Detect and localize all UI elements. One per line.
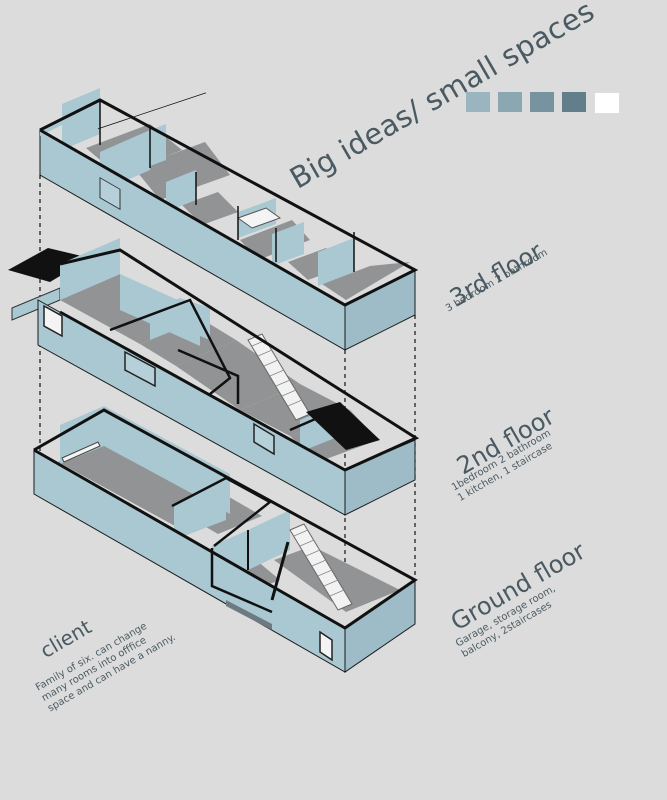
ground-floor-door	[319, 630, 333, 662]
third-floor-stair-opening	[236, 207, 282, 229]
ground-floor-inner-wall	[174, 478, 226, 540]
second-floor-window	[43, 304, 63, 338]
ground-floor-model	[33, 406, 418, 673]
palette-swatch	[594, 92, 620, 114]
second-floor-room-floor	[140, 318, 236, 366]
ground-floor-garage-opening	[226, 600, 272, 630]
palette-swatch	[530, 92, 554, 112]
second-floor-outline	[59, 248, 420, 472]
palette-swatch	[466, 92, 490, 112]
second-floor-inner-wall	[150, 298, 180, 340]
third-floor-model	[39, 88, 419, 351]
ground-floor-staircase	[289, 523, 353, 611]
third-floor-window	[99, 176, 121, 211]
second-floor-model	[8, 238, 420, 516]
second-floor-end-wall	[344, 439, 416, 516]
ground-floor-outline	[33, 408, 418, 630]
second-floor-window	[253, 422, 275, 456]
ground-floor-window	[61, 441, 101, 463]
second-floor-inner-wall	[180, 298, 210, 340]
third-floor-inner-wall	[272, 222, 304, 266]
third-floor-inner-wall	[166, 170, 196, 212]
second-floor-window	[124, 350, 156, 388]
third-floor-room-floor	[322, 262, 410, 300]
palette-swatch	[498, 92, 522, 112]
ground-floor-back-wall	[104, 406, 230, 514]
third-floor-outline	[39, 98, 419, 307]
ground-floor-inner-wall	[248, 510, 290, 570]
third-floor-inner-wall	[318, 238, 354, 286]
second-floor-terrace	[8, 248, 90, 282]
palette-swatch	[562, 92, 586, 112]
